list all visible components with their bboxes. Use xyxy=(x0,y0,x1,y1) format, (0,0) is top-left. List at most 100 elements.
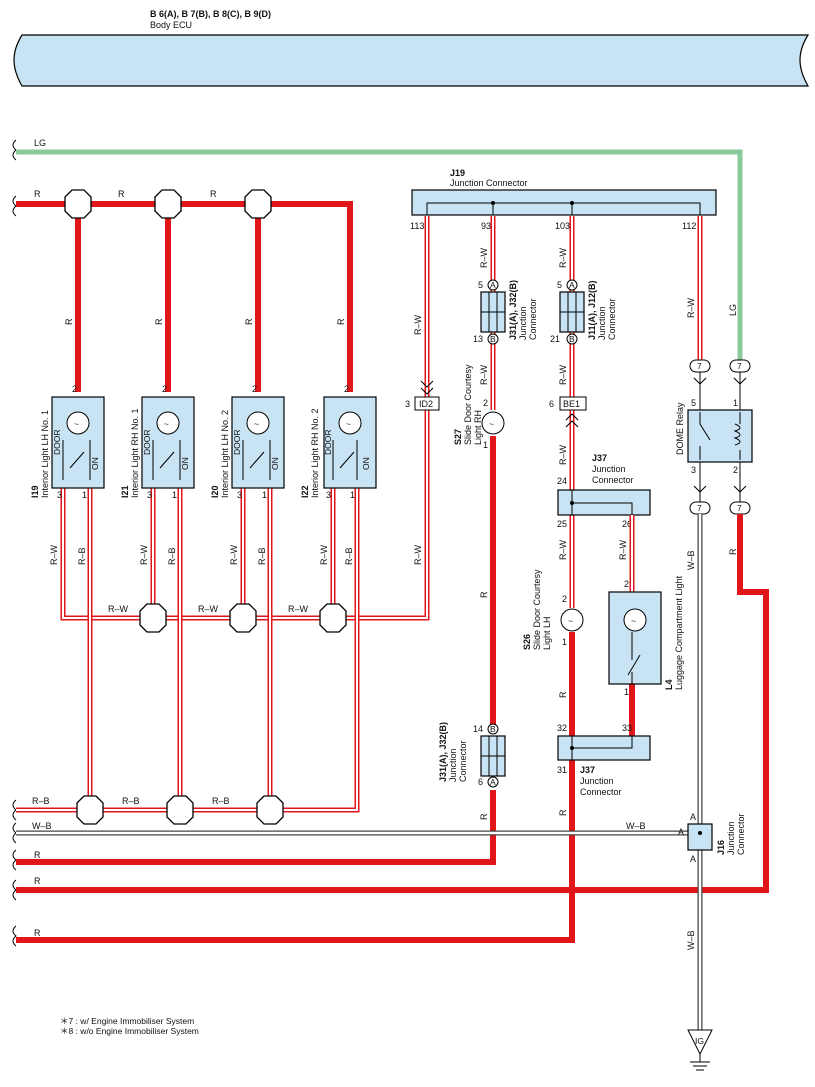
r-label-dome: R xyxy=(728,548,738,555)
svg-text:~: ~ xyxy=(74,419,79,429)
dome-pin-3: 3 xyxy=(691,465,696,475)
rw-label-id2: R–W xyxy=(413,314,423,335)
rw-bus xyxy=(60,216,430,633)
j16-pin-bottom: A xyxy=(690,854,696,864)
footnote-1: ＊7 : w/ Engine Immobiliser System xyxy=(60,1016,194,1026)
i22-code: I22 xyxy=(300,485,310,498)
rw-label-bus-1: R–W xyxy=(108,604,129,614)
wb-label-ground: W–B xyxy=(686,930,696,950)
j19-pin-93: 93 xyxy=(481,221,491,231)
s27-code: S27 xyxy=(453,429,463,445)
l4-name: Luggage Compartment Light xyxy=(674,575,684,690)
rb-label-3: R–B xyxy=(212,796,230,806)
jc-right-code: J11(A), J12(B) xyxy=(587,280,597,340)
r-label-493b: R xyxy=(479,813,489,820)
jc-right xyxy=(559,279,585,345)
s26-name2: Light LH xyxy=(542,616,552,650)
i20-pin-top: 2 xyxy=(252,384,257,394)
j16-pin-top: A xyxy=(690,812,696,822)
j37-bottom-block xyxy=(557,735,651,761)
jc-left-name2: Connector xyxy=(528,298,538,340)
i20-pin-left: 3 xyxy=(237,490,242,500)
be1-box xyxy=(559,396,587,411)
svg-text:~: ~ xyxy=(164,419,169,429)
rw-label-bus-3: R–W xyxy=(288,604,309,614)
jc-bottom-letter-b: B xyxy=(490,724,496,734)
wb-wire xyxy=(16,514,703,1030)
rw-label-i20: R–W xyxy=(229,544,239,565)
l4-unit: ~ xyxy=(608,591,662,685)
r-col-572 xyxy=(16,632,575,943)
body-ecu-block xyxy=(13,34,810,87)
rb-bus xyxy=(16,488,360,825)
s27-pin-top: 2 xyxy=(483,398,488,408)
rw-label-112: R–W xyxy=(686,297,696,318)
i21-pin-right: 1 xyxy=(172,490,177,500)
dome-connectors xyxy=(689,359,751,515)
ecu-codes: B 6(A), B 7(B), B 8(C), B 9(D) xyxy=(150,9,271,19)
j37-top-pin-25: 25 xyxy=(557,519,567,529)
j37-top-name1: Junction xyxy=(592,464,626,474)
j37-bottom-code: J37 xyxy=(580,765,595,775)
s26-name1: Slide Door Courtesy xyxy=(532,569,542,650)
i22-pin-left: 3 xyxy=(326,490,331,500)
ecu-name: Body ECU xyxy=(150,20,192,30)
i19-on-label: ON xyxy=(90,457,100,470)
lg-wire-label-vertical: LG xyxy=(728,304,738,316)
i21-name: Interior Light RH No. 1 xyxy=(130,408,140,498)
rw-label-103: R–W xyxy=(558,247,568,268)
r-label-2: R xyxy=(118,189,125,199)
dome-pin-5: 5 xyxy=(691,398,696,408)
jc-left-pin-b: 13 xyxy=(473,334,483,344)
s27-name2: Light RH xyxy=(473,410,483,445)
jc-right-letter-a: A xyxy=(569,280,575,290)
j16-name2: Connector xyxy=(736,813,746,855)
j19-pin-112: 112 xyxy=(682,221,696,231)
i21-code: I21 xyxy=(120,485,130,498)
j19-code: J19 xyxy=(450,168,465,178)
svg-text:~: ~ xyxy=(346,419,351,429)
jc-right-letter-b: B xyxy=(569,334,575,344)
i19-pin-top: 2 xyxy=(72,384,77,394)
dome-pin-1: 1 xyxy=(733,398,738,408)
jc-bottom-pin-b: 14 xyxy=(473,724,483,734)
i19-pin-right: 1 xyxy=(82,490,87,500)
ground-symbol xyxy=(687,1029,713,1071)
r-label-i20: R xyxy=(244,318,254,325)
jc-bottom-code: J31(A), J32(B) xyxy=(438,722,448,782)
jc-bottom-name1: Junction xyxy=(448,748,458,782)
r-label-i22: R xyxy=(336,318,346,325)
jc-bottom-letter-a: A xyxy=(490,777,496,787)
rw-label-i19: R–W xyxy=(49,544,59,565)
be1-arrow xyxy=(565,413,579,428)
l4-code: L4 xyxy=(664,679,674,690)
rb-label-i19: R–B xyxy=(77,547,87,565)
i21-door-label: DOOR xyxy=(142,430,152,456)
lamp-i19: ~ DOOR ON xyxy=(51,396,105,489)
rw-label-i21: R–W xyxy=(139,544,149,565)
jc-right-name1: Junction xyxy=(597,306,607,340)
rw-label-93: R–W xyxy=(479,247,489,268)
rw-label-25: R–W xyxy=(558,539,568,560)
splice-nodes-top xyxy=(64,189,272,219)
wb-label-right: W–B xyxy=(626,821,646,831)
rw-label-26: R–W xyxy=(618,539,628,560)
svg-text:~: ~ xyxy=(631,616,636,626)
r-label-left-890: R xyxy=(34,876,41,886)
s27-bulb xyxy=(481,411,505,435)
id2-pin: 3 xyxy=(405,399,410,409)
r-label-572b: R xyxy=(558,809,568,816)
svg-text:~: ~ xyxy=(254,419,259,429)
s26-pin-bottom: 1 xyxy=(562,637,567,647)
s26-code: S26 xyxy=(522,634,532,650)
j37-top-name2: Connector xyxy=(592,475,634,485)
dome-pin-2: 2 xyxy=(733,465,738,475)
s27-pin-bottom: 1 xyxy=(483,440,488,450)
j16-pin-left: A xyxy=(678,827,684,837)
r-label-572: R xyxy=(558,691,568,698)
lamp-i22: ~ DOOR ON xyxy=(323,396,377,489)
j37-bottom-pin-31: 31 xyxy=(557,765,567,775)
i19-code: I19 xyxy=(30,485,40,498)
r-label-left-862: R xyxy=(34,850,41,860)
id2-label: ID2 xyxy=(419,399,433,409)
